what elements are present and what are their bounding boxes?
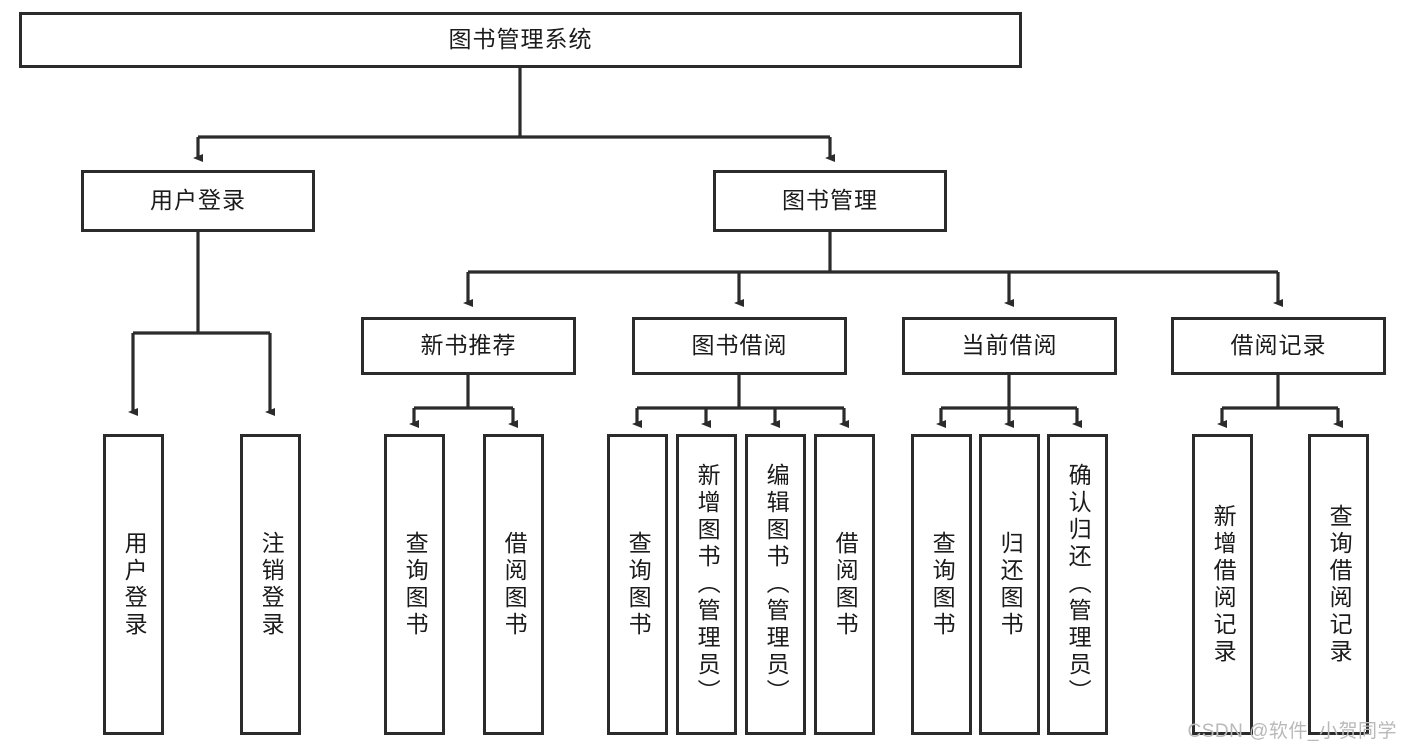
- node-label: 借阅记录: [1230, 332, 1327, 359]
- leaf-query-books-current[interactable]: 查询图书: [911, 434, 972, 735]
- leaf-add-borrow-record[interactable]: 新增借阅记录: [1192, 434, 1253, 735]
- leaf-query-borrow-record[interactable]: 查询借阅记录: [1308, 434, 1369, 735]
- node-label: 确认归还（管理员）: [1065, 463, 1092, 706]
- node-label: 查询借阅记录: [1326, 503, 1353, 666]
- leaf-return-books[interactable]: 归还图书: [979, 434, 1040, 735]
- node-label: 借阅图书: [501, 530, 528, 639]
- node-book-management[interactable]: 图书管理: [713, 170, 947, 232]
- node-label: 借阅图书: [832, 530, 859, 639]
- node-label: 当前借阅: [961, 332, 1058, 359]
- leaf-confirm-return-admin[interactable]: 确认归还（管理员）: [1047, 434, 1108, 735]
- leaf-borrow-books-borrowing[interactable]: 借阅图书: [814, 434, 875, 735]
- node-label: 注销登录: [258, 530, 285, 639]
- node-label: 图书管理: [782, 187, 878, 214]
- leaf-user-login[interactable]: 用户登录: [103, 434, 164, 735]
- node-label: 新书推荐: [420, 332, 517, 359]
- csdn-watermark: CSDN @软件_小贺同学: [1187, 721, 1397, 742]
- leaf-query-books-borrowing[interactable]: 查询图书: [607, 434, 668, 735]
- node-borrowing-record[interactable]: 借阅记录: [1171, 317, 1386, 375]
- node-user-login[interactable]: 用户登录: [81, 170, 315, 232]
- leaf-logout[interactable]: 注销登录: [240, 434, 301, 735]
- node-label: 查询图书: [929, 530, 956, 639]
- node-new-book-recommendation[interactable]: 新书推荐: [361, 317, 576, 375]
- node-label: 用户登录: [150, 187, 246, 214]
- node-label: 归还图书: [997, 530, 1024, 639]
- node-label: 图书管理系统: [448, 26, 593, 53]
- node-current-borrowing[interactable]: 当前借阅: [902, 317, 1117, 375]
- node-book-borrowing[interactable]: 图书借阅: [632, 317, 847, 375]
- leaf-query-books-new-recommendation[interactable]: 查询图书: [384, 434, 445, 735]
- node-label: 图书借阅: [691, 332, 788, 359]
- node-label: 查询图书: [625, 530, 652, 639]
- node-root-book-management-system[interactable]: 图书管理系统: [19, 12, 1022, 68]
- node-label: 新增借阅记录: [1210, 503, 1237, 666]
- node-label: 查询图书: [402, 530, 429, 639]
- node-label: 新增图书（管理员）: [694, 463, 721, 706]
- leaf-edit-book-admin[interactable]: 编辑图书（管理员）: [745, 434, 806, 735]
- leaf-borrow-books-new-recommendation[interactable]: 借阅图书: [483, 434, 544, 735]
- node-label: 用户登录: [121, 530, 148, 639]
- node-label: 编辑图书（管理员）: [763, 463, 790, 706]
- leaf-add-book-admin[interactable]: 新增图书（管理员）: [676, 434, 737, 735]
